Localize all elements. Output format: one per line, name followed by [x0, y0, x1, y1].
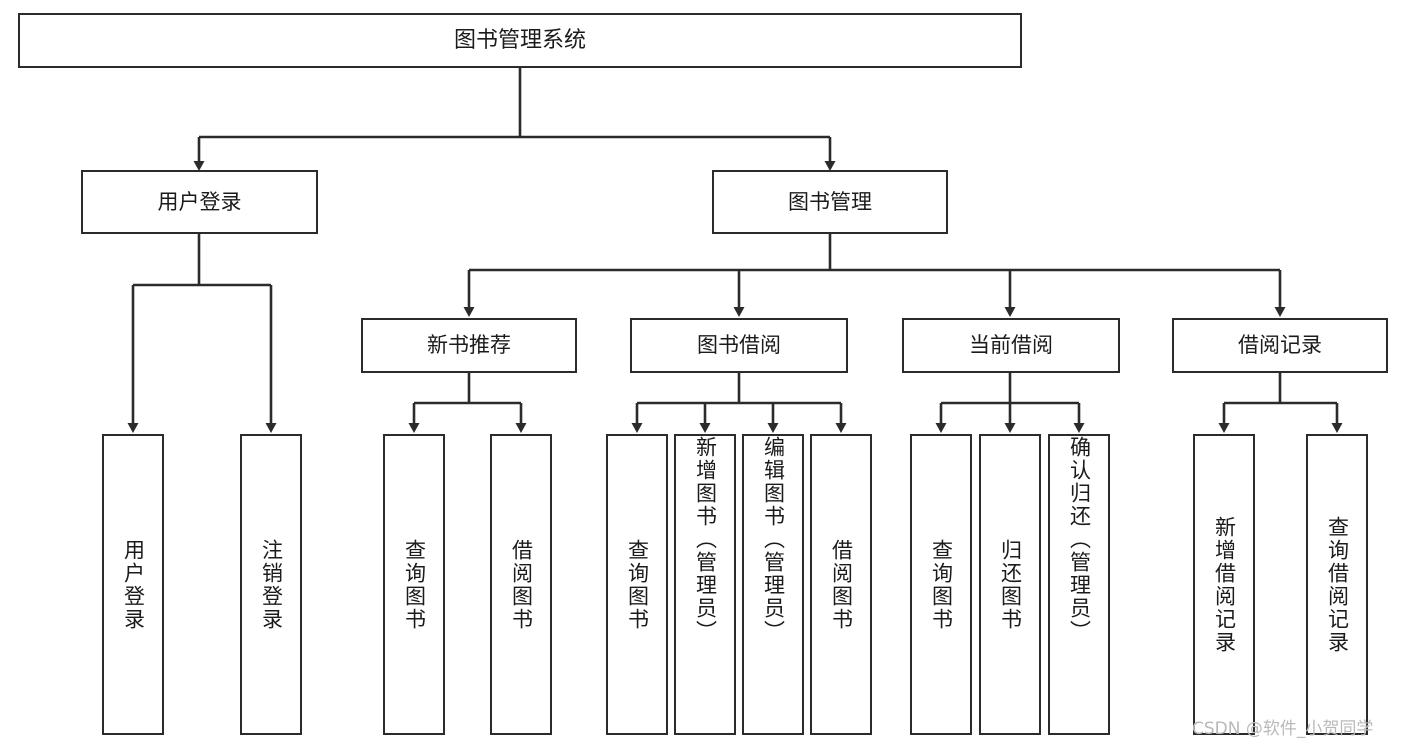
node-leaf-query-book-3[interactable]: 查询图书 [910, 434, 972, 735]
node-leaf-query-book-2[interactable]: 查询图书 [606, 434, 668, 735]
node-book-admin-label: 图书管理 [788, 189, 872, 214]
node-user-login[interactable]: 用户登录 [81, 170, 318, 234]
node-leaf-query-book-1[interactable]: 查询图书 [383, 434, 445, 735]
node-borrow-record-label: 借阅记录 [1238, 333, 1322, 358]
node-book-admin[interactable]: 图书管理 [712, 170, 948, 234]
node-leaf-logout[interactable]: 注销登录 [240, 434, 302, 735]
node-leaf-user-login[interactable]: 用户登录 [102, 434, 164, 735]
node-leaf-return-book[interactable]: 归还图书 [979, 434, 1041, 735]
node-leaf-borrow-book-2[interactable]: 借阅图书 [810, 434, 872, 735]
node-current-borrow[interactable]: 当前借阅 [902, 318, 1120, 373]
node-leaf-edit-book-label: 编辑图书（管理员） [761, 436, 786, 643]
node-current-borrow-label: 当前借阅 [969, 333, 1053, 358]
node-user-login-label: 用户登录 [157, 189, 242, 214]
node-leaf-borrow-book-1[interactable]: 借阅图书 [490, 434, 552, 735]
node-leaf-query-book-3-label: 查询图书 [929, 538, 954, 631]
node-leaf-borrow-book-2-label: 借阅图书 [829, 538, 854, 631]
node-new-book-rec-label: 新书推荐 [427, 333, 511, 358]
node-leaf-return-book-label: 归还图书 [998, 538, 1023, 631]
node-leaf-logout-label: 注销登录 [259, 538, 284, 631]
node-leaf-query-book-2-label: 查询图书 [625, 538, 650, 631]
node-book-borrow[interactable]: 图书借阅 [630, 318, 848, 373]
node-leaf-user-login-label: 用户登录 [121, 538, 146, 631]
node-leaf-add-record[interactable]: 新增借阅记录 [1193, 434, 1255, 735]
node-root-label: 图书管理系统 [453, 27, 586, 53]
node-leaf-confirm-return-label: 确认归还（管理员） [1067, 436, 1092, 643]
node-leaf-query-record-label: 查询借阅记录 [1325, 515, 1350, 654]
node-leaf-edit-book[interactable]: 编辑图书（管理员） [742, 434, 804, 735]
node-leaf-query-book-1-label: 查询图书 [402, 538, 427, 631]
node-leaf-add-record-label: 新增借阅记录 [1212, 515, 1237, 654]
node-leaf-borrow-book-1-label: 借阅图书 [509, 538, 534, 631]
node-root[interactable]: 图书管理系统 [18, 13, 1022, 68]
watermark: CSDN @软件_小贺同学 [1192, 719, 1374, 739]
node-new-book-rec[interactable]: 新书推荐 [361, 318, 577, 373]
node-leaf-add-book[interactable]: 新增图书（管理员） [674, 434, 736, 735]
node-leaf-add-book-label: 新增图书（管理员） [693, 436, 718, 643]
node-borrow-record[interactable]: 借阅记录 [1172, 318, 1388, 373]
node-book-borrow-label: 图书借阅 [697, 333, 781, 358]
node-leaf-query-record[interactable]: 查询借阅记录 [1306, 434, 1368, 735]
node-leaf-confirm-return[interactable]: 确认归还（管理员） [1048, 434, 1110, 735]
